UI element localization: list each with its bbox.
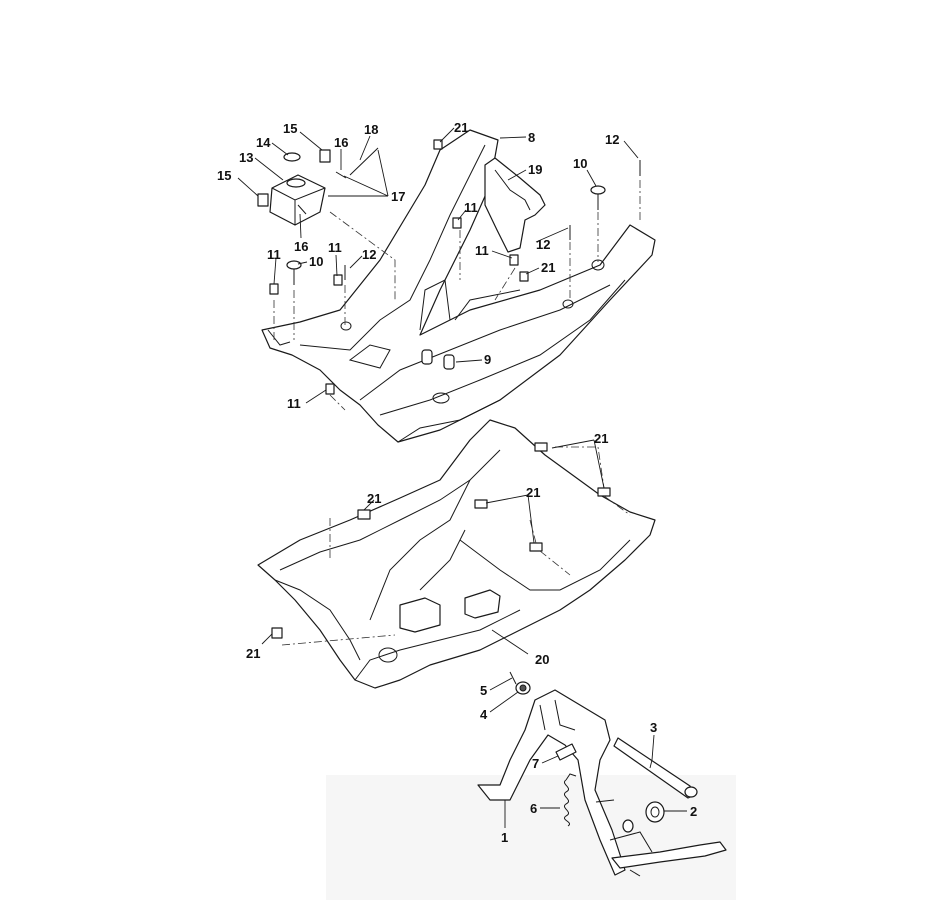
clip-part-21-d xyxy=(597,487,611,497)
callout-6: 6 xyxy=(530,801,537,816)
callout-15: 15 xyxy=(217,168,231,183)
clip-part-21-f xyxy=(529,542,543,552)
callout-11: 11 xyxy=(464,200,478,215)
stand-background-panel xyxy=(326,775,736,900)
stand-bolt xyxy=(595,799,615,803)
callout-18: 18 xyxy=(364,122,378,137)
callout-21: 21 xyxy=(246,646,260,661)
callout-12: 12 xyxy=(362,247,376,262)
callout-10: 10 xyxy=(309,254,323,269)
screw-part-16-upper xyxy=(335,171,347,179)
nut-part-11-a xyxy=(269,283,279,295)
callout-11: 11 xyxy=(287,396,301,411)
callout-15: 15 xyxy=(283,121,297,136)
washer-part-4 xyxy=(515,681,531,695)
callout-11: 11 xyxy=(475,243,489,258)
nut-part-11-d xyxy=(509,254,519,266)
callout-1: 1 xyxy=(501,830,508,845)
screw-part-16-lower xyxy=(297,204,307,215)
callout-12: 12 xyxy=(536,237,550,252)
callout-11: 11 xyxy=(328,240,342,255)
stand-foot-lever xyxy=(611,841,727,869)
pin-part-7 xyxy=(555,743,577,761)
callout-12: 12 xyxy=(605,132,619,147)
nut-part-11-e xyxy=(325,383,335,395)
callout-21: 21 xyxy=(526,485,540,500)
bush-part-2 xyxy=(645,801,665,823)
callout-13: 13 xyxy=(239,150,253,165)
stand-stopper xyxy=(622,819,634,833)
clip-part-15-left xyxy=(257,193,269,207)
box-part-13 xyxy=(269,152,326,226)
callout-11: 11 xyxy=(267,247,281,262)
callout-4: 4 xyxy=(480,707,488,722)
clip-part-21-c xyxy=(534,442,548,452)
clip-part-21-e xyxy=(474,499,488,509)
floor-mount-block-left xyxy=(399,597,441,633)
spring-part-6 xyxy=(564,773,577,827)
callout-16: 16 xyxy=(334,135,348,150)
callout-2: 2 xyxy=(690,804,697,819)
clip-part-21-b xyxy=(519,271,529,282)
clip-part-21-g xyxy=(357,509,371,520)
callout-21: 21 xyxy=(454,120,468,135)
nut-part-11-c xyxy=(452,217,462,229)
pin-part-18 xyxy=(349,147,379,176)
callout-21: 21 xyxy=(541,260,555,275)
bracket-part-19 xyxy=(484,157,546,253)
clip-part-15-upper xyxy=(319,149,331,163)
inner-front-panel xyxy=(261,129,656,443)
callout-10: 10 xyxy=(573,156,587,171)
center-stand-part-1 xyxy=(477,689,727,877)
rubber-part-9 xyxy=(421,349,455,370)
callout-17: 17 xyxy=(391,189,405,204)
callout-9: 9 xyxy=(484,352,491,367)
callout-20: 20 xyxy=(535,652,549,667)
callout-21: 21 xyxy=(367,491,381,506)
callout-7: 7 xyxy=(532,756,539,771)
nut-part-11-b xyxy=(333,274,343,286)
callout-3: 3 xyxy=(650,720,657,735)
callout-19: 19 xyxy=(528,162,542,177)
shaft-part-3 xyxy=(613,737,698,799)
callout-21: 21 xyxy=(594,431,608,446)
floor-panel-part-20 xyxy=(257,419,656,689)
clip-part-21-a xyxy=(433,139,443,150)
callout-8: 8 xyxy=(528,130,535,145)
leader-lines xyxy=(237,127,687,828)
bolt-part-10-right xyxy=(590,185,606,210)
callout-14: 14 xyxy=(256,135,271,150)
callout-16: 16 xyxy=(294,239,308,254)
bolt-part-10-left xyxy=(286,260,302,285)
cotter-pin-part-5 xyxy=(509,671,517,685)
callout-labels: 15 16 18 14 13 15 17 16 21 8 19 10 12 11… xyxy=(217,120,697,845)
floor-mount-block-right xyxy=(464,589,501,619)
clip-part-21-h xyxy=(271,627,283,639)
callout-5: 5 xyxy=(480,683,487,698)
